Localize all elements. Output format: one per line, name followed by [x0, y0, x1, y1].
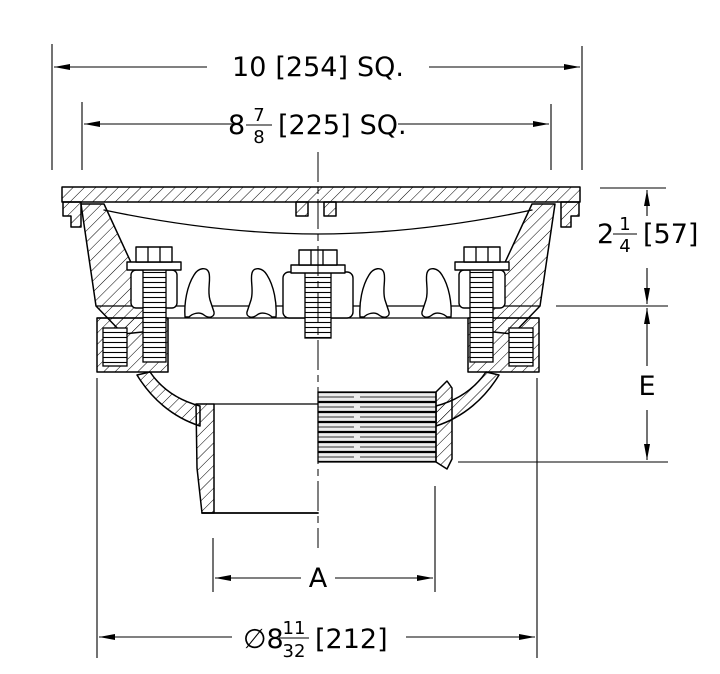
clamp-lug — [184, 267, 215, 318]
dimension-depth-e: E — [458, 308, 668, 463]
bolt-shank-threads — [469, 267, 494, 363]
bolt-hex-head — [463, 246, 501, 263]
bolt-washer — [126, 261, 182, 271]
center-tab-left — [295, 201, 309, 217]
frame-right-lip — [560, 201, 580, 228]
bolt-shank-threads — [142, 267, 167, 363]
grate-frame-strip — [61, 186, 581, 203]
dim-inner-width-denominator: 8 — [253, 127, 264, 148]
dim-top-width-text: 10[254]SQ. — [232, 52, 404, 83]
dim-body-diameter-prefix: ∅8 — [243, 624, 284, 655]
funnel-wall-left — [136, 371, 201, 427]
center-tab-right — [323, 201, 337, 217]
frame-left-lip — [62, 201, 82, 228]
dim-inner-width-numerator: 7 — [253, 105, 264, 126]
dim-body-diameter-metric: [212] — [315, 624, 388, 655]
drain-body — [61, 152, 581, 548]
dim-inner-width-whole: 8 — [228, 110, 245, 141]
dim-body-diameter-numerator: 11 — [283, 618, 306, 639]
bolt-washer — [454, 261, 510, 271]
dim-frame-height-whole: 2 — [597, 219, 614, 250]
bolt-right — [454, 246, 510, 363]
dimension-outlet-a: A — [212, 486, 436, 594]
outlet-pipe-wall — [195, 403, 215, 514]
dim-frame-height-denominator: 4 — [619, 236, 630, 257]
dim-frame-height-numerator: 1 — [619, 214, 630, 235]
dimension-body-diameter: ∅8 11 32 [212] — [96, 378, 538, 662]
bolt-left — [126, 246, 182, 363]
dimension-frame-height: 2 1 4 [57] — [556, 187, 698, 307]
dimension-inner-width: 8 7 8 [225]SQ. — [81, 102, 552, 170]
dim-inner-width-metric: [225]SQ. — [278, 110, 407, 141]
clamp-lug — [421, 267, 452, 318]
right-plug-threads — [508, 327, 534, 367]
bolt-hex-head — [135, 246, 173, 263]
dim-outlet-text: A — [309, 563, 328, 594]
dim-frame-height-metric: [57] — [643, 219, 698, 250]
outlet-thread-block — [317, 391, 437, 463]
clamp-lug — [359, 267, 390, 318]
clamp-lug — [246, 267, 277, 318]
dimensions: 10[254]SQ. 8 7 8 [225]SQ. 2 1 4 [57] — [51, 44, 698, 662]
dim-body-diameter-denominator: 32 — [283, 641, 306, 662]
outlet-spigot-wall — [435, 380, 453, 470]
dim-depth-text: E — [638, 371, 655, 402]
dimension-top-width: 10[254]SQ. — [51, 44, 583, 170]
left-plug-threads — [102, 327, 128, 367]
